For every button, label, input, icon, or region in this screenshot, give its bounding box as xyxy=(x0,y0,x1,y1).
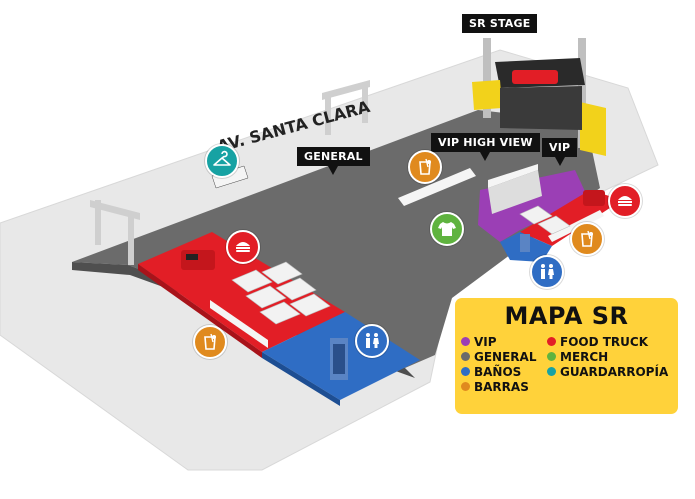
legend-column-right: FOOD TRUCK MERCH GUARDARROPÍA xyxy=(547,334,668,379)
legend-dot-merch xyxy=(547,352,556,361)
general-label: GENERAL xyxy=(297,147,370,175)
bath-area-edge xyxy=(262,352,340,406)
drink-icon-front xyxy=(193,325,227,359)
legend-item-guardarropia: GUARDARROPÍA xyxy=(547,364,668,379)
legend-item-food-truck: FOOD TRUCK xyxy=(547,334,668,349)
hanger-icon xyxy=(205,144,239,178)
stage-truss xyxy=(483,38,491,118)
map-legend: MAPA SR VIP GENERAL BAÑOS BARRAS FOOD TR… xyxy=(455,298,678,414)
legend-dot-general xyxy=(461,352,470,361)
food-area-edge xyxy=(138,264,262,358)
shirt-icon xyxy=(430,212,464,246)
stage-logo xyxy=(512,70,558,84)
vip-high-view-label: VIP HIGH VIEW xyxy=(431,133,540,161)
high-view-top xyxy=(488,164,538,188)
drink-icon-vip xyxy=(570,222,604,256)
stage-label: SR STAGE xyxy=(462,14,538,33)
legend-dot-barras xyxy=(461,382,470,391)
restroom-unit-front xyxy=(333,344,345,374)
entrance-arch-top xyxy=(322,80,370,100)
restroom-icon xyxy=(355,324,389,358)
bar-counter-front xyxy=(210,300,268,348)
burger-icon xyxy=(226,230,260,264)
side-arch-right xyxy=(128,215,134,265)
drink-icon xyxy=(408,150,442,184)
vip-label: VIP xyxy=(542,138,578,166)
legend-title: MAPA SR xyxy=(504,302,629,330)
tent-cluster xyxy=(231,261,331,325)
legend-dot-vip xyxy=(461,337,470,346)
legend-dot-food-truck xyxy=(547,337,556,346)
tent-cluster-vip xyxy=(519,205,571,235)
stage-screen-right xyxy=(580,102,606,156)
food-truck-vip xyxy=(583,190,605,206)
restroom-icon-vip xyxy=(530,255,564,289)
entrance-arch-right xyxy=(362,83,368,123)
legend-item-banos: BAÑOS xyxy=(461,364,536,379)
legend-item-general: GENERAL xyxy=(461,349,536,364)
burger-icon-vip xyxy=(608,184,642,218)
entrance-arch-left xyxy=(325,95,331,135)
legend-item-vip: VIP xyxy=(461,334,536,349)
stage-screen-left xyxy=(472,80,502,110)
stage-deck xyxy=(500,86,582,130)
restroom-unit-vip xyxy=(520,234,530,252)
legend-item-merch: MERCH xyxy=(547,349,668,364)
legend-dot-guardarropia xyxy=(547,367,556,376)
side-arch-top xyxy=(90,200,140,220)
legend-item-barras: BARRAS xyxy=(461,379,536,394)
high-view-platform xyxy=(488,170,542,214)
side-arch-left xyxy=(95,200,101,245)
food-truck-window xyxy=(186,254,198,260)
legend-dot-banos xyxy=(461,367,470,376)
bar-counter xyxy=(398,168,476,206)
legend-column-left: VIP GENERAL BAÑOS BARRAS xyxy=(461,334,536,394)
